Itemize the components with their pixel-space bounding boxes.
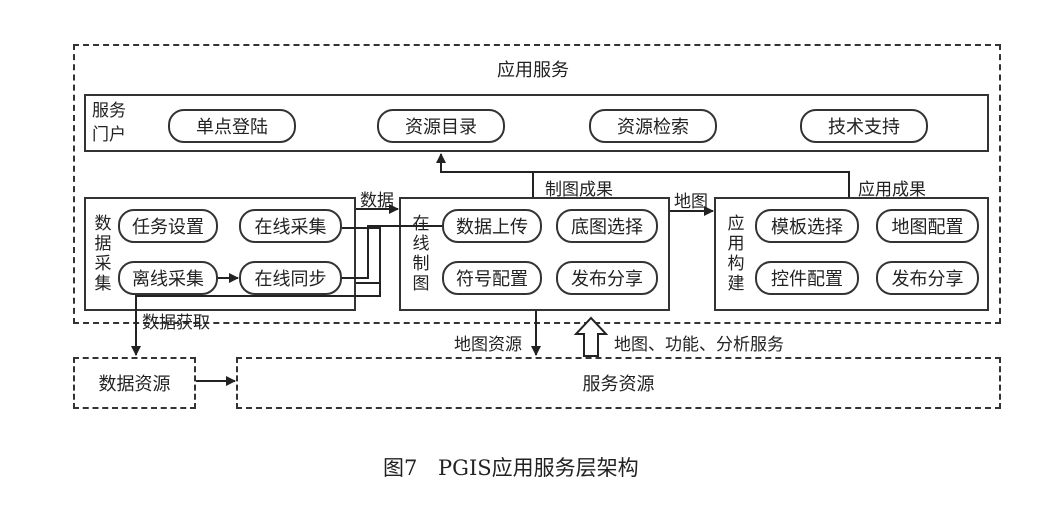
build-item-publish-share[interactable]: 发布分享 (876, 261, 979, 295)
online-mapping-label: 在线制图 (412, 214, 430, 294)
build-item-widget-config[interactable]: 控件配置 (755, 261, 859, 295)
online-collect-wire (342, 227, 381, 284)
build-item-template-select[interactable]: 模板选择 (755, 209, 859, 243)
portal-item-resource-search[interactable]: 资源检索 (589, 109, 717, 143)
application-services-title: 应用服务 (497, 60, 569, 81)
portal-item-resource-catalog[interactable]: 资源目录 (377, 109, 505, 143)
figure-caption: 图7 PGIS应用服务层架构 (383, 456, 639, 480)
hollow-up-arrow (573, 316, 609, 357)
app-build-label: 应用构建 (727, 214, 745, 294)
mapping-item-basemap-select[interactable]: 底图选择 (556, 209, 658, 243)
data-acquisition-wire (131, 283, 381, 356)
label-map: 地图 (674, 192, 708, 212)
label-map-function-analysis: 地图、功能、分析服务 (614, 335, 784, 355)
data-collection-label: 数据采集 (94, 214, 112, 294)
mapping-item-publish-share[interactable]: 发布分享 (556, 261, 658, 295)
collection-item-offline-collect[interactable]: 离线采集 (118, 261, 218, 295)
label-data: 数据 (360, 191, 394, 211)
label-map-results: 制图成果 (545, 180, 613, 200)
portal-item-tech-support[interactable]: 技术支持 (800, 109, 928, 143)
data-resources-box: 数据资源 (73, 357, 196, 409)
catalog-up-arrow (436, 153, 533, 173)
label-data-acquisition: 数据获取 (142, 313, 210, 333)
mapping-item-symbol-config[interactable]: 符号配置 (442, 261, 542, 295)
portal-item-single-sign-on[interactable]: 单点登陆 (168, 109, 296, 143)
online-sync-wire (342, 225, 442, 279)
results-to-catalog-wire (532, 171, 850, 197)
label-map-resources: 地图资源 (454, 335, 522, 355)
mapping-item-data-upload[interactable]: 数据上传 (442, 209, 542, 243)
collection-item-task-settings[interactable]: 任务设置 (118, 209, 218, 243)
service-resources-box: 服务资源 (236, 357, 1001, 409)
collection-item-online-sync[interactable]: 在线同步 (239, 261, 342, 295)
label-app-results: 应用成果 (858, 180, 926, 200)
build-item-map-config[interactable]: 地图配置 (876, 209, 979, 243)
service-portal-label: 服务门户 (92, 101, 126, 145)
collection-item-online-collect[interactable]: 在线采集 (239, 209, 342, 243)
